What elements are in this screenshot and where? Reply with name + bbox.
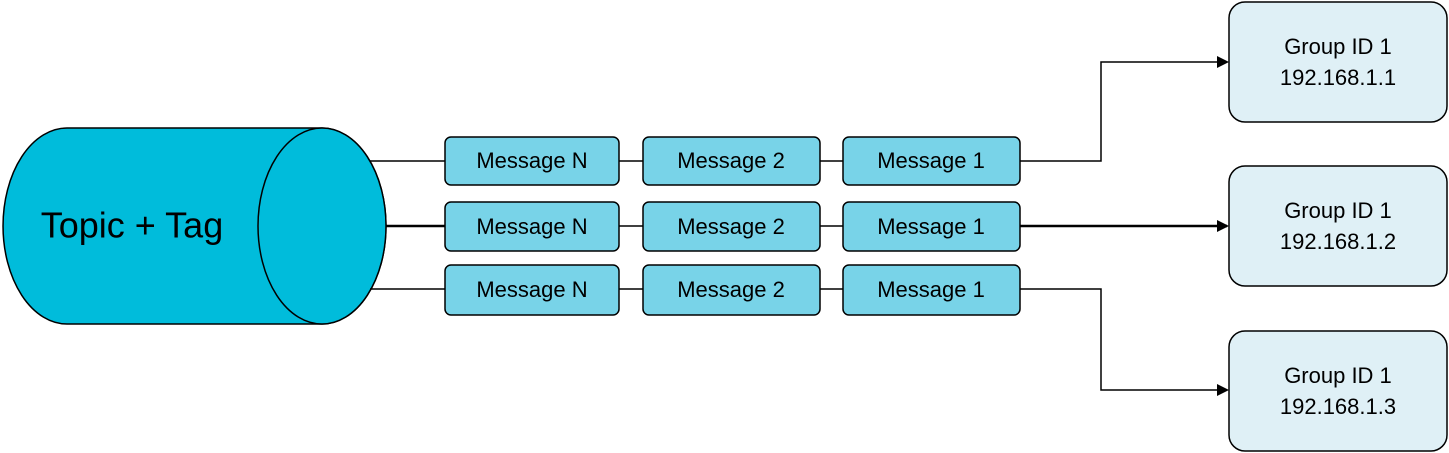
group-ip-label: 192.168.1.1 (1280, 65, 1396, 90)
message-label: Message 2 (677, 148, 785, 173)
message-label: Message 2 (677, 214, 785, 239)
topic-cylinder: Topic + Tag (2, 127, 387, 325)
group-box (1228, 330, 1448, 452)
message-box (842, 264, 1021, 316)
group-ip-label: 192.168.1.2 (1280, 229, 1396, 254)
queue-row-2: Message N Message 2 Message 1 (444, 201, 1021, 252)
message-box (444, 264, 620, 316)
arrow-to-group-1 (1020, 56, 1229, 162)
delivery-arrows (1020, 56, 1229, 396)
message-box (642, 264, 821, 316)
queue-row-1: Message N Message 2 Message 1 (444, 136, 1021, 186)
message-label: Message 1 (877, 148, 985, 173)
group-id-label: Group ID 1 (1284, 198, 1392, 223)
arrow-to-group-3 (1020, 288, 1229, 396)
consumer-group-3: Group ID 1 192.168.1.3 (1228, 330, 1448, 452)
message-label: Message N (476, 214, 587, 239)
group-box (1228, 165, 1448, 287)
group-ip-label: 192.168.1.3 (1280, 394, 1396, 419)
queue-row-3: Message N Message 2 Message 1 (444, 264, 1021, 316)
message-label: Message 1 (877, 277, 985, 302)
message-label: Message 1 (877, 214, 985, 239)
topic-label: Topic + Tag (41, 205, 223, 246)
cylinder-connectors (370, 160, 445, 290)
consumer-group-1: Group ID 1 192.168.1.1 (1228, 1, 1448, 123)
message-label: Message 2 (677, 277, 785, 302)
group-id-label: Group ID 1 (1284, 363, 1392, 388)
group-box (1228, 1, 1448, 123)
message-label: Message N (476, 148, 587, 173)
cylinder-end-face (257, 127, 387, 325)
group-id-label: Group ID 1 (1284, 34, 1392, 59)
message-label: Message N (476, 277, 587, 302)
consumer-group-2: Group ID 1 192.168.1.2 (1228, 165, 1448, 287)
